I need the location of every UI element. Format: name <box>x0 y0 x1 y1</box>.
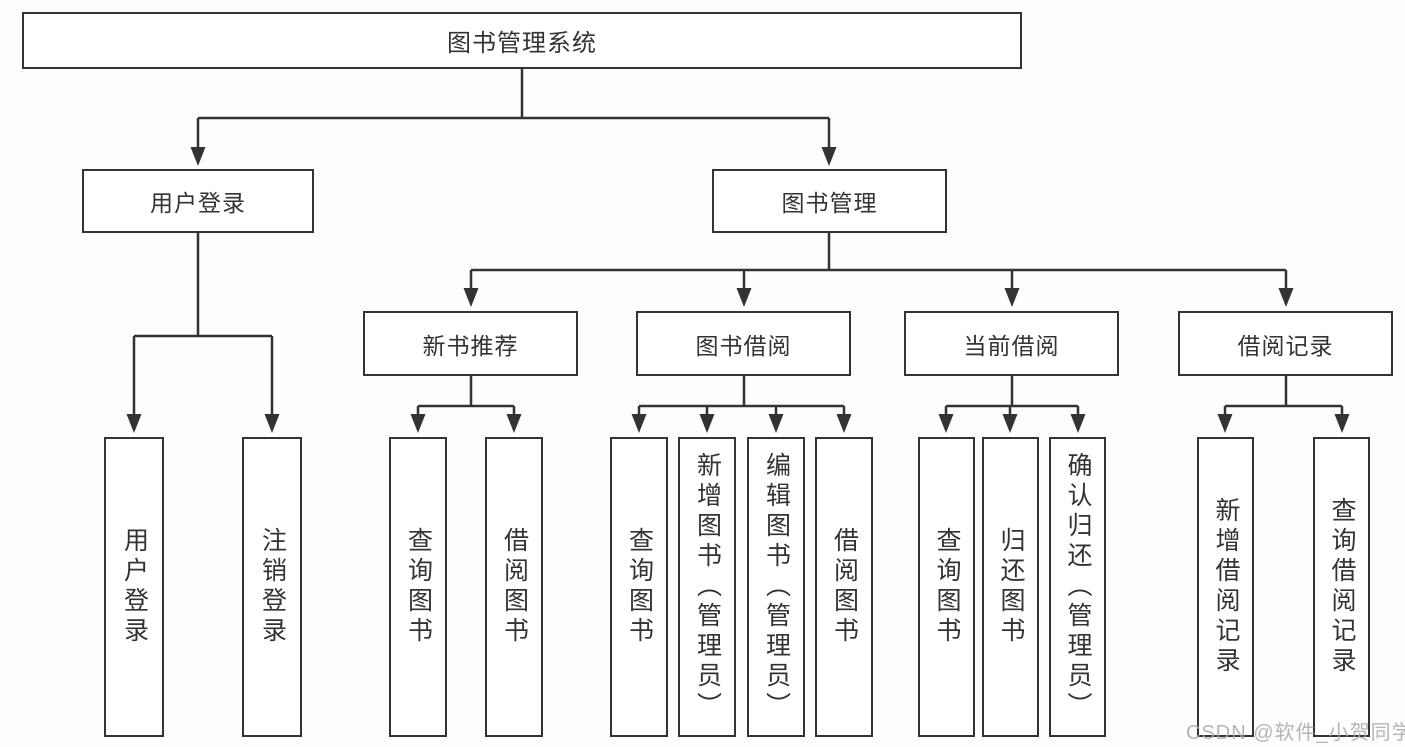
node-label: 图书管理 <box>781 190 878 216</box>
node-book-management: 图书管理 <box>712 169 947 233</box>
node-label: 查询图书 <box>625 527 654 647</box>
node-label: 借阅图书 <box>830 527 859 647</box>
node-label: 查询图书 <box>933 527 961 647</box>
node-current-borrow: 当前借阅 <box>904 311 1119 376</box>
node-label: 新增图书（管理员） <box>693 452 722 722</box>
node-label: 新增借阅记录 <box>1212 497 1240 677</box>
node-new-book-recommend: 新书推荐 <box>363 311 578 376</box>
node-borrow-records: 借阅记录 <box>1178 311 1393 376</box>
node-label: 用户登录 <box>150 190 246 216</box>
leaf-borrow-add-books-admin: 新增图书（管理员） <box>678 437 736 737</box>
node-label: 查询图书 <box>404 527 433 647</box>
leaf-borrow-borrow-books: 借阅图书 <box>815 437 873 737</box>
leaf-records-query-record: 查询借阅记录 <box>1313 437 1370 737</box>
node-label: 确认归还（管理员） <box>1064 452 1092 722</box>
leaf-current-return-books: 归还图书 <box>982 437 1039 737</box>
leaf-logout: 注销登录 <box>242 437 302 737</box>
leaf-user-login: 用户登录 <box>104 437 164 737</box>
node-label: 归还图书 <box>997 527 1025 647</box>
node-label: 借阅图书 <box>500 527 529 647</box>
leaf-current-confirm-return-admin: 确认归还（管理员） <box>1049 437 1106 737</box>
node-label: 用户登录 <box>120 527 149 647</box>
leaf-recommend-borrow-books: 借阅图书 <box>485 437 543 737</box>
node-label: 查询借阅记录 <box>1328 497 1356 677</box>
node-label: 图书借阅 <box>695 332 792 359</box>
node-label: 图书管理系统 <box>447 30 597 57</box>
node-label: 当前借阅 <box>963 332 1060 359</box>
watermark: CSDN @软件_小贺同学 <box>1186 722 1405 744</box>
leaf-current-query-books: 查询图书 <box>918 437 975 737</box>
node-label: 注销登录 <box>258 527 287 647</box>
leaf-recommend-query-books: 查询图书 <box>389 437 447 737</box>
node-system-root: 图书管理系统 <box>22 12 1022 69</box>
leaf-records-add-record: 新增借阅记录 <box>1197 437 1254 737</box>
node-label: 借阅记录 <box>1237 332 1334 359</box>
node-user-login: 用户登录 <box>82 169 314 233</box>
leaf-borrow-query-books: 查询图书 <box>610 437 668 737</box>
node-label: 新书推荐 <box>422 332 519 359</box>
node-label: 编辑图书（管理员） <box>762 452 791 722</box>
node-book-borrow: 图书借阅 <box>636 311 851 376</box>
leaf-borrow-edit-books-admin: 编辑图书（管理员） <box>747 437 805 737</box>
